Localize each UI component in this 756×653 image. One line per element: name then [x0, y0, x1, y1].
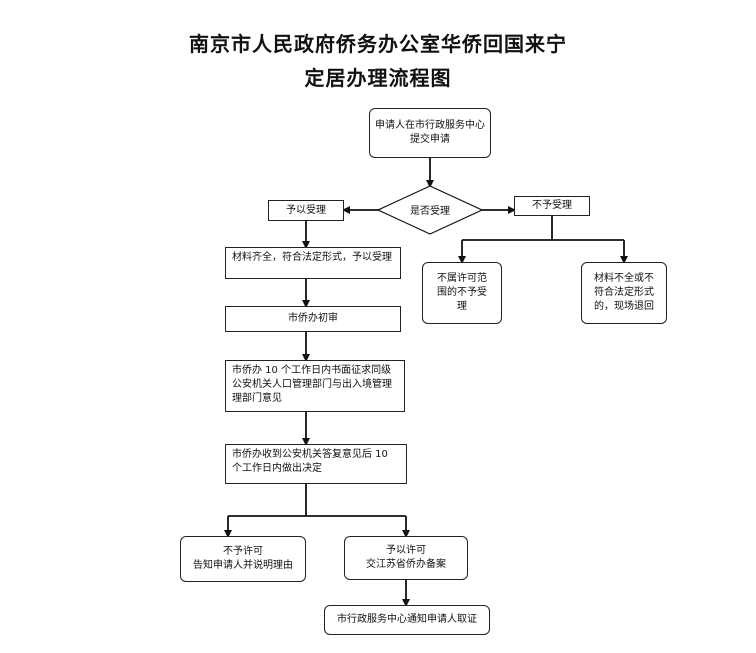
node-grant-permit: 予以许可 交江苏省侨办备案 — [344, 536, 468, 580]
page-title-line-2: 定居办理流程图 — [304, 66, 452, 90]
node-materials-incomplete: 材料不全或不 符合法定形式 的，现场退回 — [581, 262, 667, 324]
node-reject: 不予受理 — [514, 196, 590, 216]
node-submit-application: 申请人在市行政服务中心 提交申请 — [369, 108, 491, 158]
page-title-line-1: 南京市人民政府侨务办公室华侨回国来宁 — [189, 32, 567, 56]
node-make-decision: 市侨办收到公安机关答复意见后 10 个工作日内做出决定 — [225, 444, 407, 484]
node-accept: 予以受理 — [268, 200, 344, 221]
node-deny-permit: 不予许可 告知申请人并说明理由 — [180, 536, 306, 582]
node-initial-review: 市侨办初审 — [225, 306, 401, 332]
node-out-of-scope: 不属许可范 围的不予受 理 — [422, 262, 502, 324]
node-notify-applicant: 市行政服务中心通知申请人取证 — [324, 605, 490, 635]
node-materials-complete: 材料齐全，符合法定形式，予以受理 — [225, 247, 401, 279]
node-consult-police: 市侨办 10 个工作日内书面征求同级 公安机关人口管理部门与出入境管理 理部门意… — [225, 360, 405, 412]
decision-label: 是否受理 — [410, 206, 450, 217]
decision-diamond — [376, 185, 484, 235]
